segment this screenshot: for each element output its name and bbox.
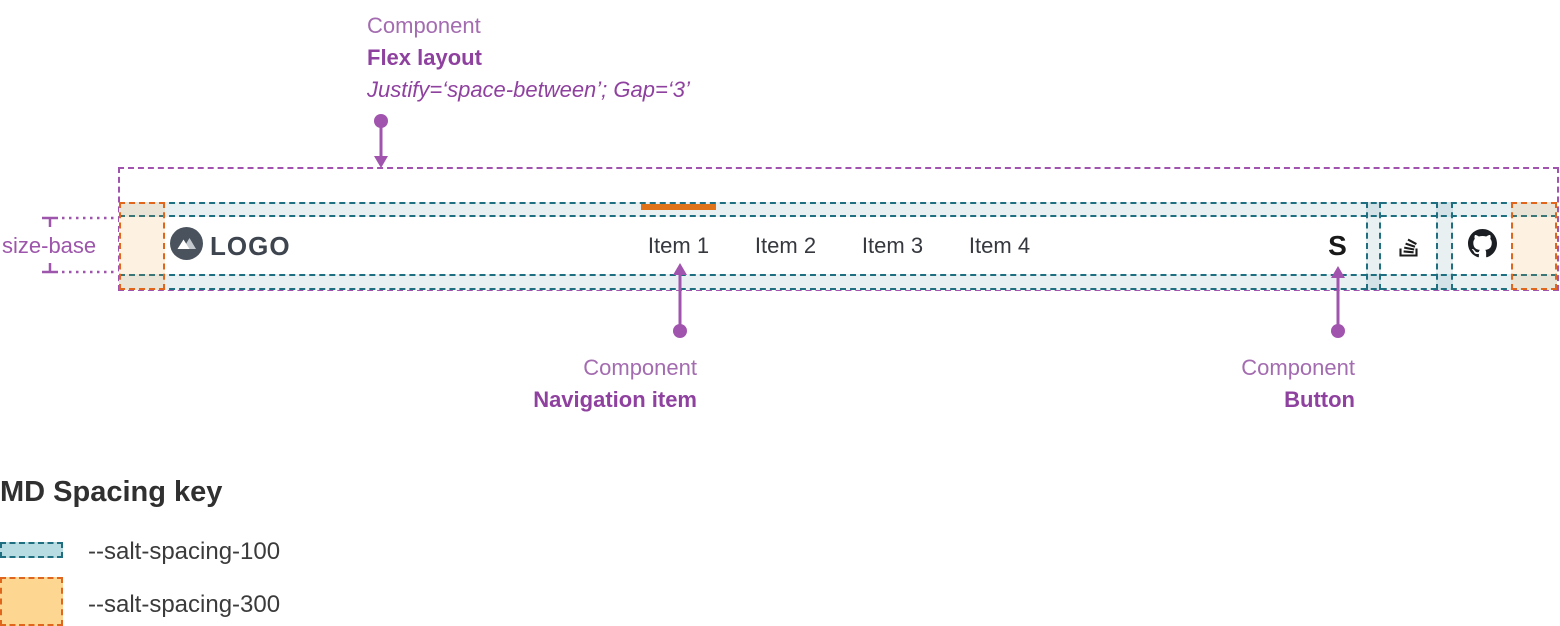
navigation-items: Item 1 Item 2 Item 3 Item 4 bbox=[641, 202, 1037, 290]
spacing-100-top-overlay bbox=[119, 202, 1557, 217]
github-button[interactable] bbox=[1453, 217, 1511, 275]
letter-s-icon: S bbox=[1328, 230, 1347, 261]
navigation-item-annotation: Component Navigation item bbox=[447, 352, 697, 416]
nav-item-1[interactable]: Item 1 bbox=[641, 202, 716, 290]
annotation-title: Flex layout bbox=[367, 45, 482, 70]
logo[interactable]: LOGO bbox=[170, 202, 291, 290]
nav-item-label: Item 1 bbox=[647, 233, 710, 258]
navigation-bar: LOGO Item 1 Item 2 Item 3 Item 4 S bbox=[119, 202, 1557, 290]
spacing-100-swatch bbox=[0, 542, 63, 558]
symphony-button[interactable]: S bbox=[1309, 217, 1366, 275]
nav-item-2[interactable]: Item 2 bbox=[748, 202, 823, 290]
stackoverflow-button[interactable] bbox=[1381, 217, 1436, 275]
size-base-label: size-base bbox=[2, 233, 97, 258]
mountain-logo-icon bbox=[170, 227, 203, 265]
annotation-kicker: Component bbox=[583, 355, 697, 380]
legend-title: MD Spacing key bbox=[0, 476, 223, 508]
stackoverflow-icon bbox=[1395, 230, 1422, 263]
nav-item-3[interactable]: Item 3 bbox=[855, 202, 930, 290]
spacing-300-right-overlay bbox=[1511, 202, 1557, 290]
flex-layout-annotation: Component Flex layout Justify=‘space-bet… bbox=[367, 10, 690, 106]
legend-label: --salt-spacing-100 bbox=[88, 538, 281, 565]
spacing-300-left-overlay bbox=[119, 202, 165, 290]
spacing-100-gap-overlay bbox=[1366, 202, 1381, 290]
logo-text: LOGO bbox=[210, 230, 291, 261]
nav-item-label: Item 4 bbox=[968, 233, 1031, 258]
annotation-kicker: Component bbox=[1241, 355, 1355, 380]
spacing-100-gap-overlay bbox=[1436, 202, 1453, 290]
annotation-title: Button bbox=[1284, 387, 1355, 412]
button-annotation: Component Button bbox=[1105, 352, 1355, 416]
spacing-100-bottom-overlay bbox=[119, 274, 1557, 290]
spacing-300-swatch bbox=[0, 577, 63, 626]
annotation-title: Navigation item bbox=[533, 387, 697, 412]
active-item-indicator bbox=[641, 204, 716, 210]
nav-item-4[interactable]: Item 4 bbox=[962, 202, 1037, 290]
github-icon bbox=[1467, 229, 1497, 263]
nav-item-label: Item 3 bbox=[861, 233, 924, 258]
nav-item-label: Item 2 bbox=[754, 233, 817, 258]
annotation-kicker: Component bbox=[367, 13, 481, 38]
legend-label: --salt-spacing-300 bbox=[88, 591, 281, 618]
annotation-detail: Justify=‘space-between’; Gap=‘3’ bbox=[367, 77, 690, 102]
